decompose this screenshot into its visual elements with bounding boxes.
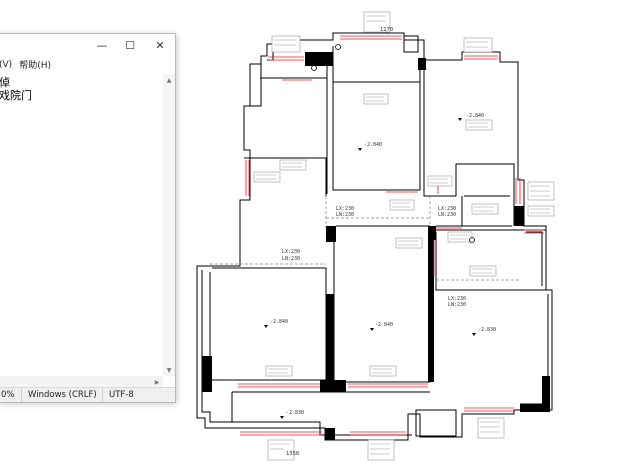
scroll-up-icon[interactable]: ▲ [166,76,172,84]
elevation-label: -2.830 [286,410,304,416]
label-box-text [256,15,550,455]
editor-line: 倬 [0,76,10,89]
opening-code: LN:230 [448,302,466,308]
scroll-down-icon[interactable]: ▼ [166,366,172,374]
opening-code: LX:230 [438,206,456,212]
dashed-lines [210,196,520,281]
text-editor[interactable]: 倬 戏院门 [0,74,163,376]
minimize-icon: — [96,38,108,52]
window-dim-top: 1170 [380,27,393,33]
opening-code: LX:230 [282,249,300,255]
status-bar: 0% Windows (CRLF) UTF-8 [0,387,175,402]
opening-codes: LX:230 LN:230 LX:230 LN:230 LX:230 LN:23… [282,206,466,308]
label-boxes [253,11,555,461]
elevation-label: -2.830 [478,327,496,333]
notepad-window: — ☐ ✕ (V) 帮助(H) 倬 戏院门 ▲ ▼ ▶ 0% Windows (… [0,33,176,403]
elevation-markers: -2.840 -2.840 -2.840 -2.840 -2.830 -2.83… [264,113,496,419]
windows [238,35,544,436]
opening-code: LN:230 [438,212,456,218]
elevation-label: -2.840 [364,142,382,148]
window-dim-bottom: 1350 [286,451,299,457]
scroll-right-icon[interactable]: ▶ [154,378,160,386]
fixture-circles [311,44,475,243]
menu-view[interactable]: (V) [0,59,13,70]
opening-code: LN:230 [282,256,300,262]
close-button[interactable]: ✕ [145,34,175,56]
opening-code: LX:230 [448,296,466,302]
opening-code: LX:230 [336,206,354,212]
encoding: UTF-8 [102,388,140,402]
title-bar[interactable]: — ☐ ✕ [0,34,175,56]
line-ending: Windows (CRLF) [21,388,102,402]
maximize-button[interactable]: ☐ [115,34,145,56]
elevation-label: -2.840 [375,322,393,328]
maximize-icon: ☐ [125,38,135,52]
vertical-scrollbar[interactable]: ▲ ▼ [163,74,175,376]
editor-line: 戏院门 [0,89,32,102]
minimize-button[interactable]: — [87,34,117,56]
elevation-label: -2.840 [270,319,288,325]
opening-code: LN:230 [336,212,354,218]
zoom-level: 0% [1,390,15,400]
elevation-label: -2.840 [466,113,484,119]
menu-bar: (V) 帮助(H) [0,56,175,73]
horizontal-scrollbar[interactable]: ▶ [0,376,163,388]
close-icon: ✕ [155,38,165,52]
columns [202,52,550,440]
menu-help[interactable]: 帮助(H) [19,61,51,71]
